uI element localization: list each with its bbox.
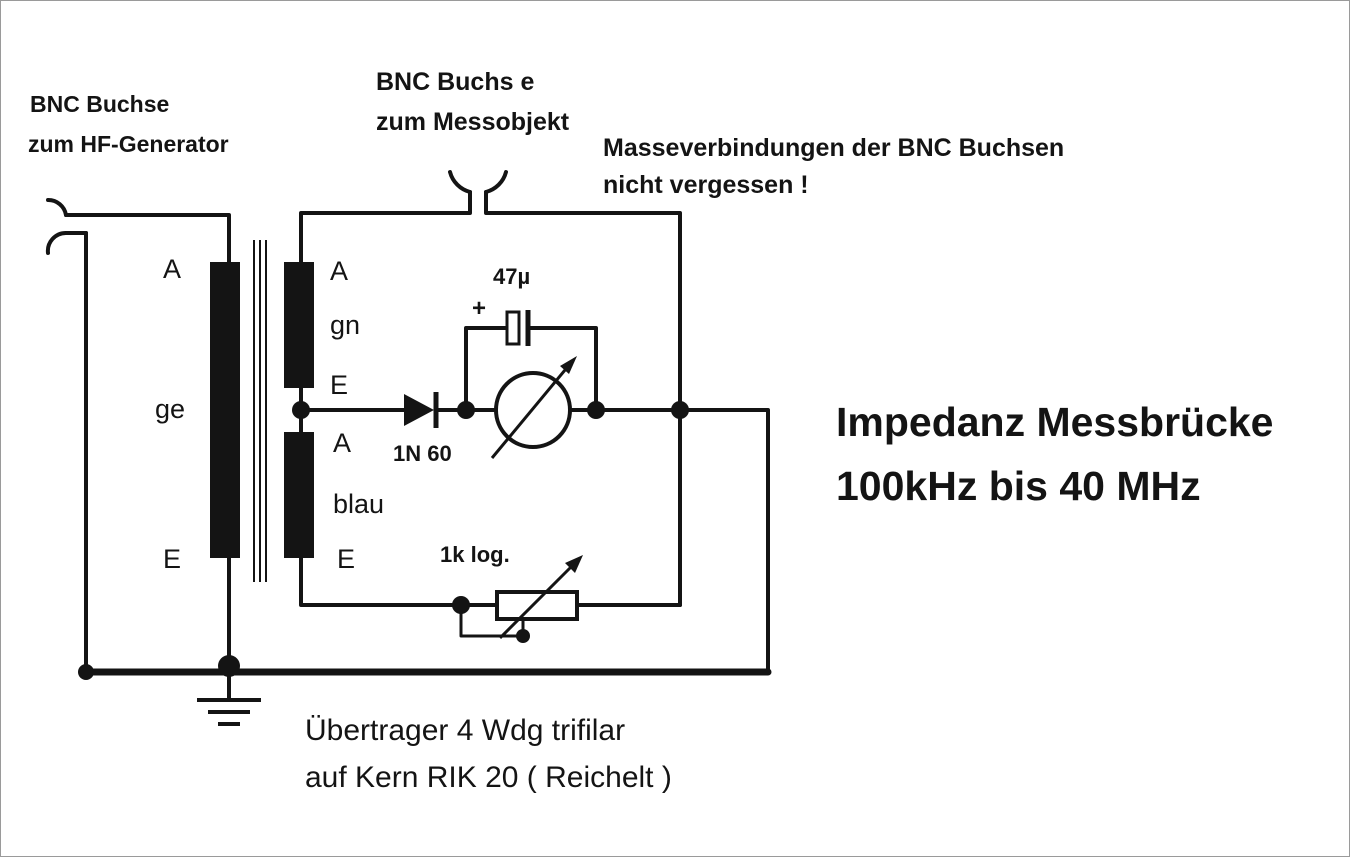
label-diode-type: 1N 60 [393,441,452,466]
label-primary-color: ge [155,394,185,424]
junction-pot [452,596,470,614]
label-sec1-start: A [330,256,348,286]
footer-line-2: auf Kern RIK 20 ( Reichelt ) [305,761,672,794]
label-note-2: nicht vergessen ! [603,171,809,199]
secondary-winding-green [284,262,314,388]
junction-ground [218,655,240,677]
label-bnc-generator-1: BNC Buchse [30,91,169,117]
title-line-2: 100kHz bis 40 MHz [836,463,1201,509]
label-primary-end: E [163,544,181,574]
transformer-core [253,240,267,582]
primary-winding [210,262,240,558]
wire-cap-left [464,326,509,412]
bnc-socket-generator-symbol [45,197,88,255]
label-sec2-color: blau [333,489,384,519]
wire-cap-right [528,326,598,412]
label-pot-value: 1k log. [440,542,510,567]
wire-meter-right [568,408,770,674]
wire-generator-signal [64,213,231,264]
junction-pot-wiper [516,629,530,643]
junction-dots [78,401,689,680]
junction-generator-ground [78,664,94,680]
meter-symbol [490,356,577,459]
wire-top-left [299,190,472,264]
ground-icon [197,698,261,726]
label-primary-start: A [163,254,181,284]
wire-pot-left [299,556,499,607]
label-sec1-color: gn [330,310,360,340]
junction-right-rail [671,401,689,419]
bnc-socket-object-symbol [448,170,508,194]
labels: BNC Buchse zum HF-Generator BNC Buchs e … [28,68,1274,794]
junction-centertap [292,401,310,419]
label-bnc-object-2: zum Messobjekt [376,108,570,136]
junction-meter-right [587,401,605,419]
junction-meter-left [457,401,475,419]
diode-symbol [404,392,439,428]
label-bnc-object-1: BNC Buchs e [376,68,534,96]
label-note-1: Masseverbindungen der BNC Buchsen [603,134,1064,162]
label-capacitor-value: 47µ [493,264,530,289]
label-sec1-end: E [330,370,348,400]
secondary-winding-blue [284,432,314,558]
label-bnc-generator-2: zum HF-Generator [28,131,229,157]
label-capacitor-polarity: + [472,295,486,322]
label-sec2-start: A [333,428,351,458]
footer-line-1: Übertrager 4 Wdg trifilar [305,714,625,747]
label-sec2-end: E [337,544,355,574]
wires [64,190,772,702]
capacitor-symbol [505,310,531,346]
potentiometer-symbol [495,555,583,640]
title-line-1: Impedanz Messbrücke [836,399,1274,445]
